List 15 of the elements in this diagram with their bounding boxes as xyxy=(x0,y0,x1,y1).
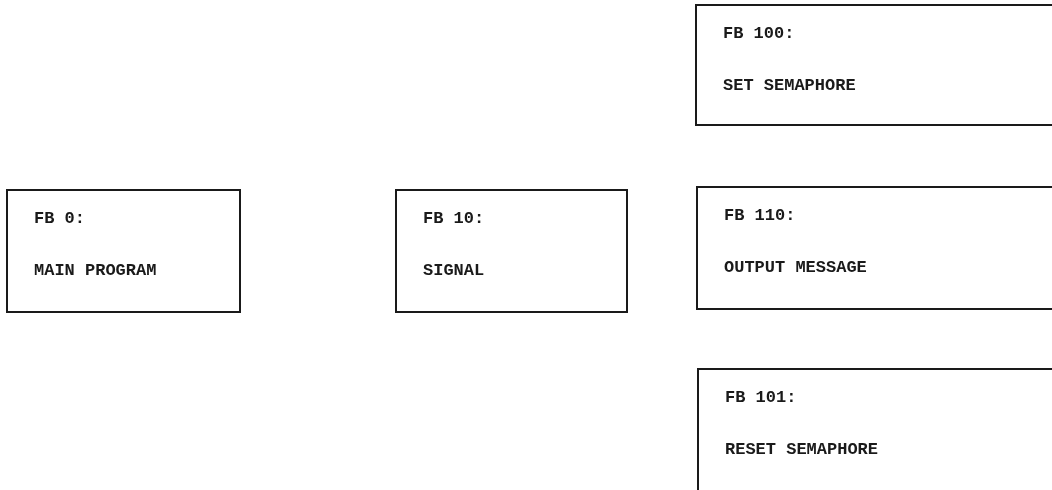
function-block-box xyxy=(696,186,1052,310)
function-block-box xyxy=(695,4,1052,126)
block-title: SIGNAL xyxy=(423,261,485,280)
block-number: FB 10: xyxy=(423,209,485,228)
block-number: FB 0: xyxy=(34,209,85,228)
block-number: FB 110: xyxy=(724,206,796,225)
function-block-box xyxy=(697,368,1052,490)
block-title: MAIN PROGRAM xyxy=(34,261,157,280)
block-number: FB 100: xyxy=(723,24,795,43)
function-block-box xyxy=(6,189,241,313)
block-title: OUTPUT MESSAGE xyxy=(724,258,867,277)
block-title: SET SEMAPHORE xyxy=(723,76,856,95)
block-number: FB 101: xyxy=(725,388,797,407)
function-block-box xyxy=(395,189,628,313)
block-title: RESET SEMAPHORE xyxy=(725,440,879,459)
